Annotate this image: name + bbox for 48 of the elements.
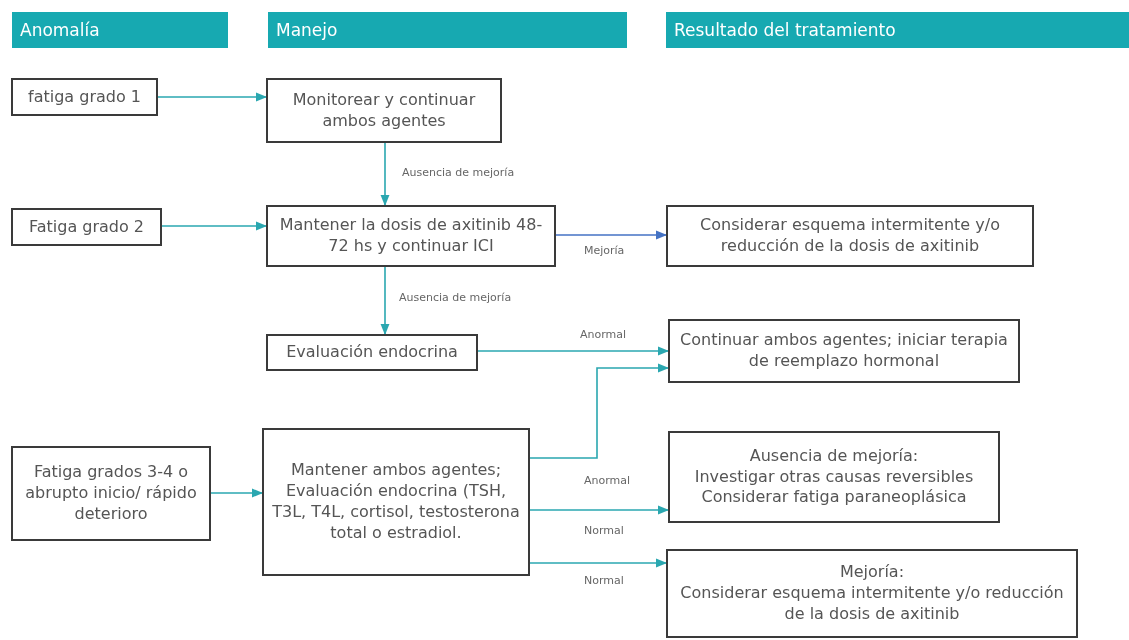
process-box [668,319,1020,383]
edge-label: Anormal [582,474,633,487]
node-text: Monitorear y continuar ambos agentes [291,89,477,132]
process-box [266,205,556,267]
node-text: Considerar fatiga paraneoplásica [701,487,967,509]
node-text: Evaluación endocrina [286,342,458,363]
process-box [11,446,211,541]
node-text: Fatiga grado 2 [28,216,145,238]
node-text: Fatiga grados 3-4 o abrupto inicio/ rápido deterioro [24,462,198,525]
arrow [555,230,668,240]
node-text: Continuar ambos agentes; iniciar terapia de reemplazo hormonal [679,330,1009,372]
process-box [266,334,478,371]
header-text: Manejo [276,18,338,42]
process-box [262,428,530,576]
process-box [666,549,1078,638]
column-header [666,12,1129,48]
column-header [12,12,228,48]
arrow [477,346,670,356]
process-box [11,208,162,246]
edge-label: Mejoría [582,244,627,257]
node-text: Ausencia de mejoría: [749,445,919,467]
node-text: Investigar otras causas reversibles [694,466,974,488]
process-box [668,431,1000,523]
column-header [268,12,627,48]
arrow [529,363,670,459]
header-text: Anomalía [20,18,100,42]
arrow [529,558,668,568]
node-text: Mejoría: [839,562,905,584]
arrow [529,505,670,515]
edge-label: Ausencia de mejoría [397,291,514,304]
arrow [210,488,264,498]
process-box [11,78,158,116]
arrow [380,142,390,207]
node-text: Considerar esquema intermitente y/o reducción de la dosis de axitinib [679,583,1065,625]
arrow [380,266,390,336]
process-box [666,205,1034,267]
arrow [161,221,268,231]
edge-label: Ausencia de mejoría [400,166,517,179]
edge-label: Normal [582,574,626,587]
node-text: fatiga grado 1 [28,86,141,108]
edge-label: Normal [582,524,626,537]
process-box [266,78,502,143]
node-text: Considerar esquema intermitente y/o reducción de la dosis de axitinib [699,215,1001,257]
header-text: Resultado del tratamiento [674,18,896,42]
edge-label: Anormal [578,328,629,341]
node-text: Mantener ambos agentes; Evaluación endocrina (TSH, T3L, T4L, cortisol, testosterona total o estradiol. [271,460,521,544]
arrow [157,92,268,102]
node-text: Mantener la dosis de axitinib 48-72 hs y continuar ICI [278,215,544,257]
